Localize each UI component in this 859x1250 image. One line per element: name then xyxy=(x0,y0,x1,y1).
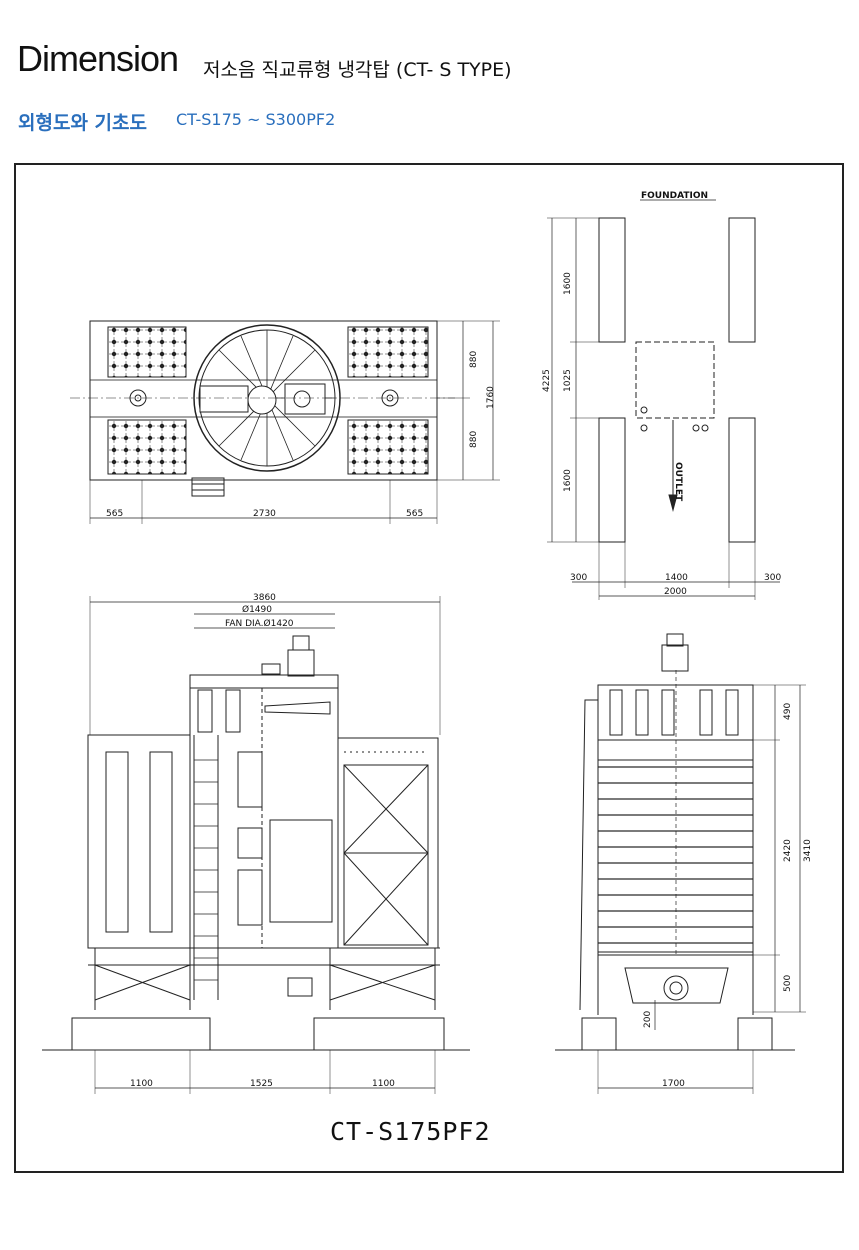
side-elevation xyxy=(555,633,806,1094)
dim-3860: 3860 xyxy=(253,593,276,603)
dim-1760: 1760 xyxy=(486,386,496,409)
dim-300-left: 300 xyxy=(570,573,587,583)
dim-1600-top: 1600 xyxy=(563,272,573,295)
page-subtitle: 저소음 직교류형 냉각탑 (CT- S TYPE) xyxy=(203,59,512,81)
dim-1100-right: 1100 xyxy=(372,1079,395,1089)
plan-view xyxy=(70,320,500,524)
drawing-frame xyxy=(14,163,844,1173)
dim-200: 200 xyxy=(643,1011,653,1028)
dim-1700: 1700 xyxy=(662,1079,685,1089)
dim-1025: 1025 xyxy=(563,369,573,392)
foundation-label: FOUNDATION xyxy=(641,191,708,201)
outlet-label: OUTLET xyxy=(673,462,683,502)
dim-880-top: 880 xyxy=(469,351,479,368)
page-title: Dimension xyxy=(17,38,179,79)
dim-2730: 2730 xyxy=(253,509,276,519)
section-heading: 외형도와 기초도 xyxy=(18,112,147,134)
dim-490: 490 xyxy=(783,703,793,720)
dim-1400: 1400 xyxy=(665,573,688,583)
model-name: CT-S175PF2 xyxy=(330,1117,491,1146)
model-range: CT-S175 ~ S300PF2 xyxy=(176,110,336,129)
dim-565-right: 565 xyxy=(406,509,423,519)
dim-1600-bottom: 1600 xyxy=(563,469,573,492)
dim-1525: 1525 xyxy=(250,1079,273,1089)
dim-4225: 4225 xyxy=(542,369,552,392)
dim-880-bottom: 880 xyxy=(469,431,479,448)
dim-3410: 3410 xyxy=(803,839,813,862)
dim-2420: 2420 xyxy=(783,839,793,862)
dim-300-right: 300 xyxy=(764,573,781,583)
dim-2000: 2000 xyxy=(664,587,687,597)
dim-fan-outer: Ø1490 xyxy=(242,604,272,615)
front-elevation xyxy=(42,596,470,1094)
dim-fan-diameter: FAN DIA.Ø1420 xyxy=(225,618,294,629)
foundation-view xyxy=(547,199,780,600)
dim-565-left: 565 xyxy=(106,509,123,519)
dim-500: 500 xyxy=(783,975,793,992)
dim-1100-left: 1100 xyxy=(130,1079,153,1089)
